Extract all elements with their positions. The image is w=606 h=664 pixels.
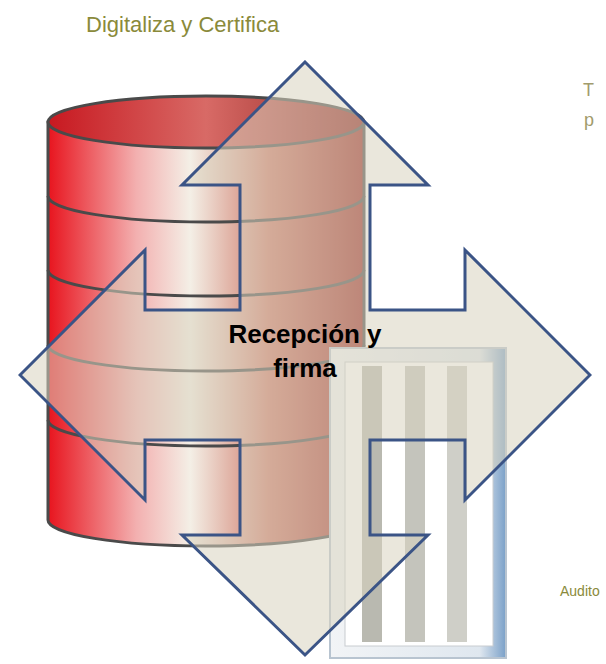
four-way-arrow: Recepción y firma — [18, 60, 592, 658]
heading-label: Digitaliza y Certifica — [86, 12, 279, 38]
node-label: Recepción y firma — [210, 318, 400, 386]
side-label: T — [583, 80, 594, 101]
side-label: p — [584, 110, 594, 131]
side-label: Audito — [560, 583, 600, 599]
